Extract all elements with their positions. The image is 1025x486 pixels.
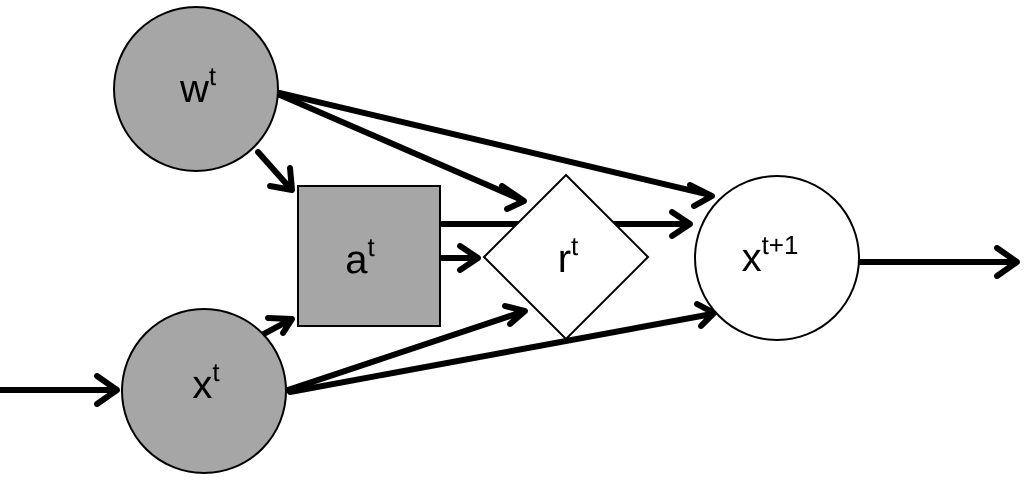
node-a: at	[297, 185, 441, 327]
nodes: wt xt at rt xt+1	[113, 6, 860, 474]
node-x: xt	[121, 308, 287, 474]
node-a-base: a	[345, 238, 368, 282]
node-w-base: w	[179, 67, 209, 111]
node-w-shape	[113, 6, 279, 172]
node-r-base: r	[558, 237, 571, 281]
edge-w-to-x-next	[277, 90, 715, 209]
edge-x-next-to-output	[857, 245, 1020, 279]
node-x-next-shape	[694, 175, 860, 341]
node-a-sup: t	[368, 232, 376, 262]
node-x-next-sup: t+1	[762, 230, 799, 260]
node-x-next-base: x	[742, 236, 762, 280]
edge-input-to-x	[0, 373, 120, 407]
node-x-next-label: xt+1	[742, 230, 799, 280]
node-w-sup: t	[209, 61, 217, 91]
node-r: rt	[482, 173, 650, 341]
node-r-sup: t	[571, 231, 579, 261]
node-x-next: xt+1	[694, 175, 860, 341]
edge-a-to-r	[439, 243, 481, 273]
node-r-label: rt	[558, 231, 579, 281]
edge-x-to-r	[285, 303, 528, 393]
node-x-shape	[121, 308, 287, 474]
node-x-sup: t	[212, 357, 220, 387]
edge-w-to-a	[255, 149, 295, 193]
node-x-label: xt	[192, 357, 220, 407]
node-a-shape	[297, 185, 441, 327]
node-w-label: wt	[179, 61, 217, 111]
node-a-label: at	[345, 232, 375, 282]
node-w: wt	[113, 6, 279, 172]
edge-w-to-r	[277, 92, 527, 212]
node-x-base: x	[192, 363, 212, 407]
node-r-shape	[482, 173, 650, 341]
edge-x-to-x-next	[287, 301, 717, 395]
